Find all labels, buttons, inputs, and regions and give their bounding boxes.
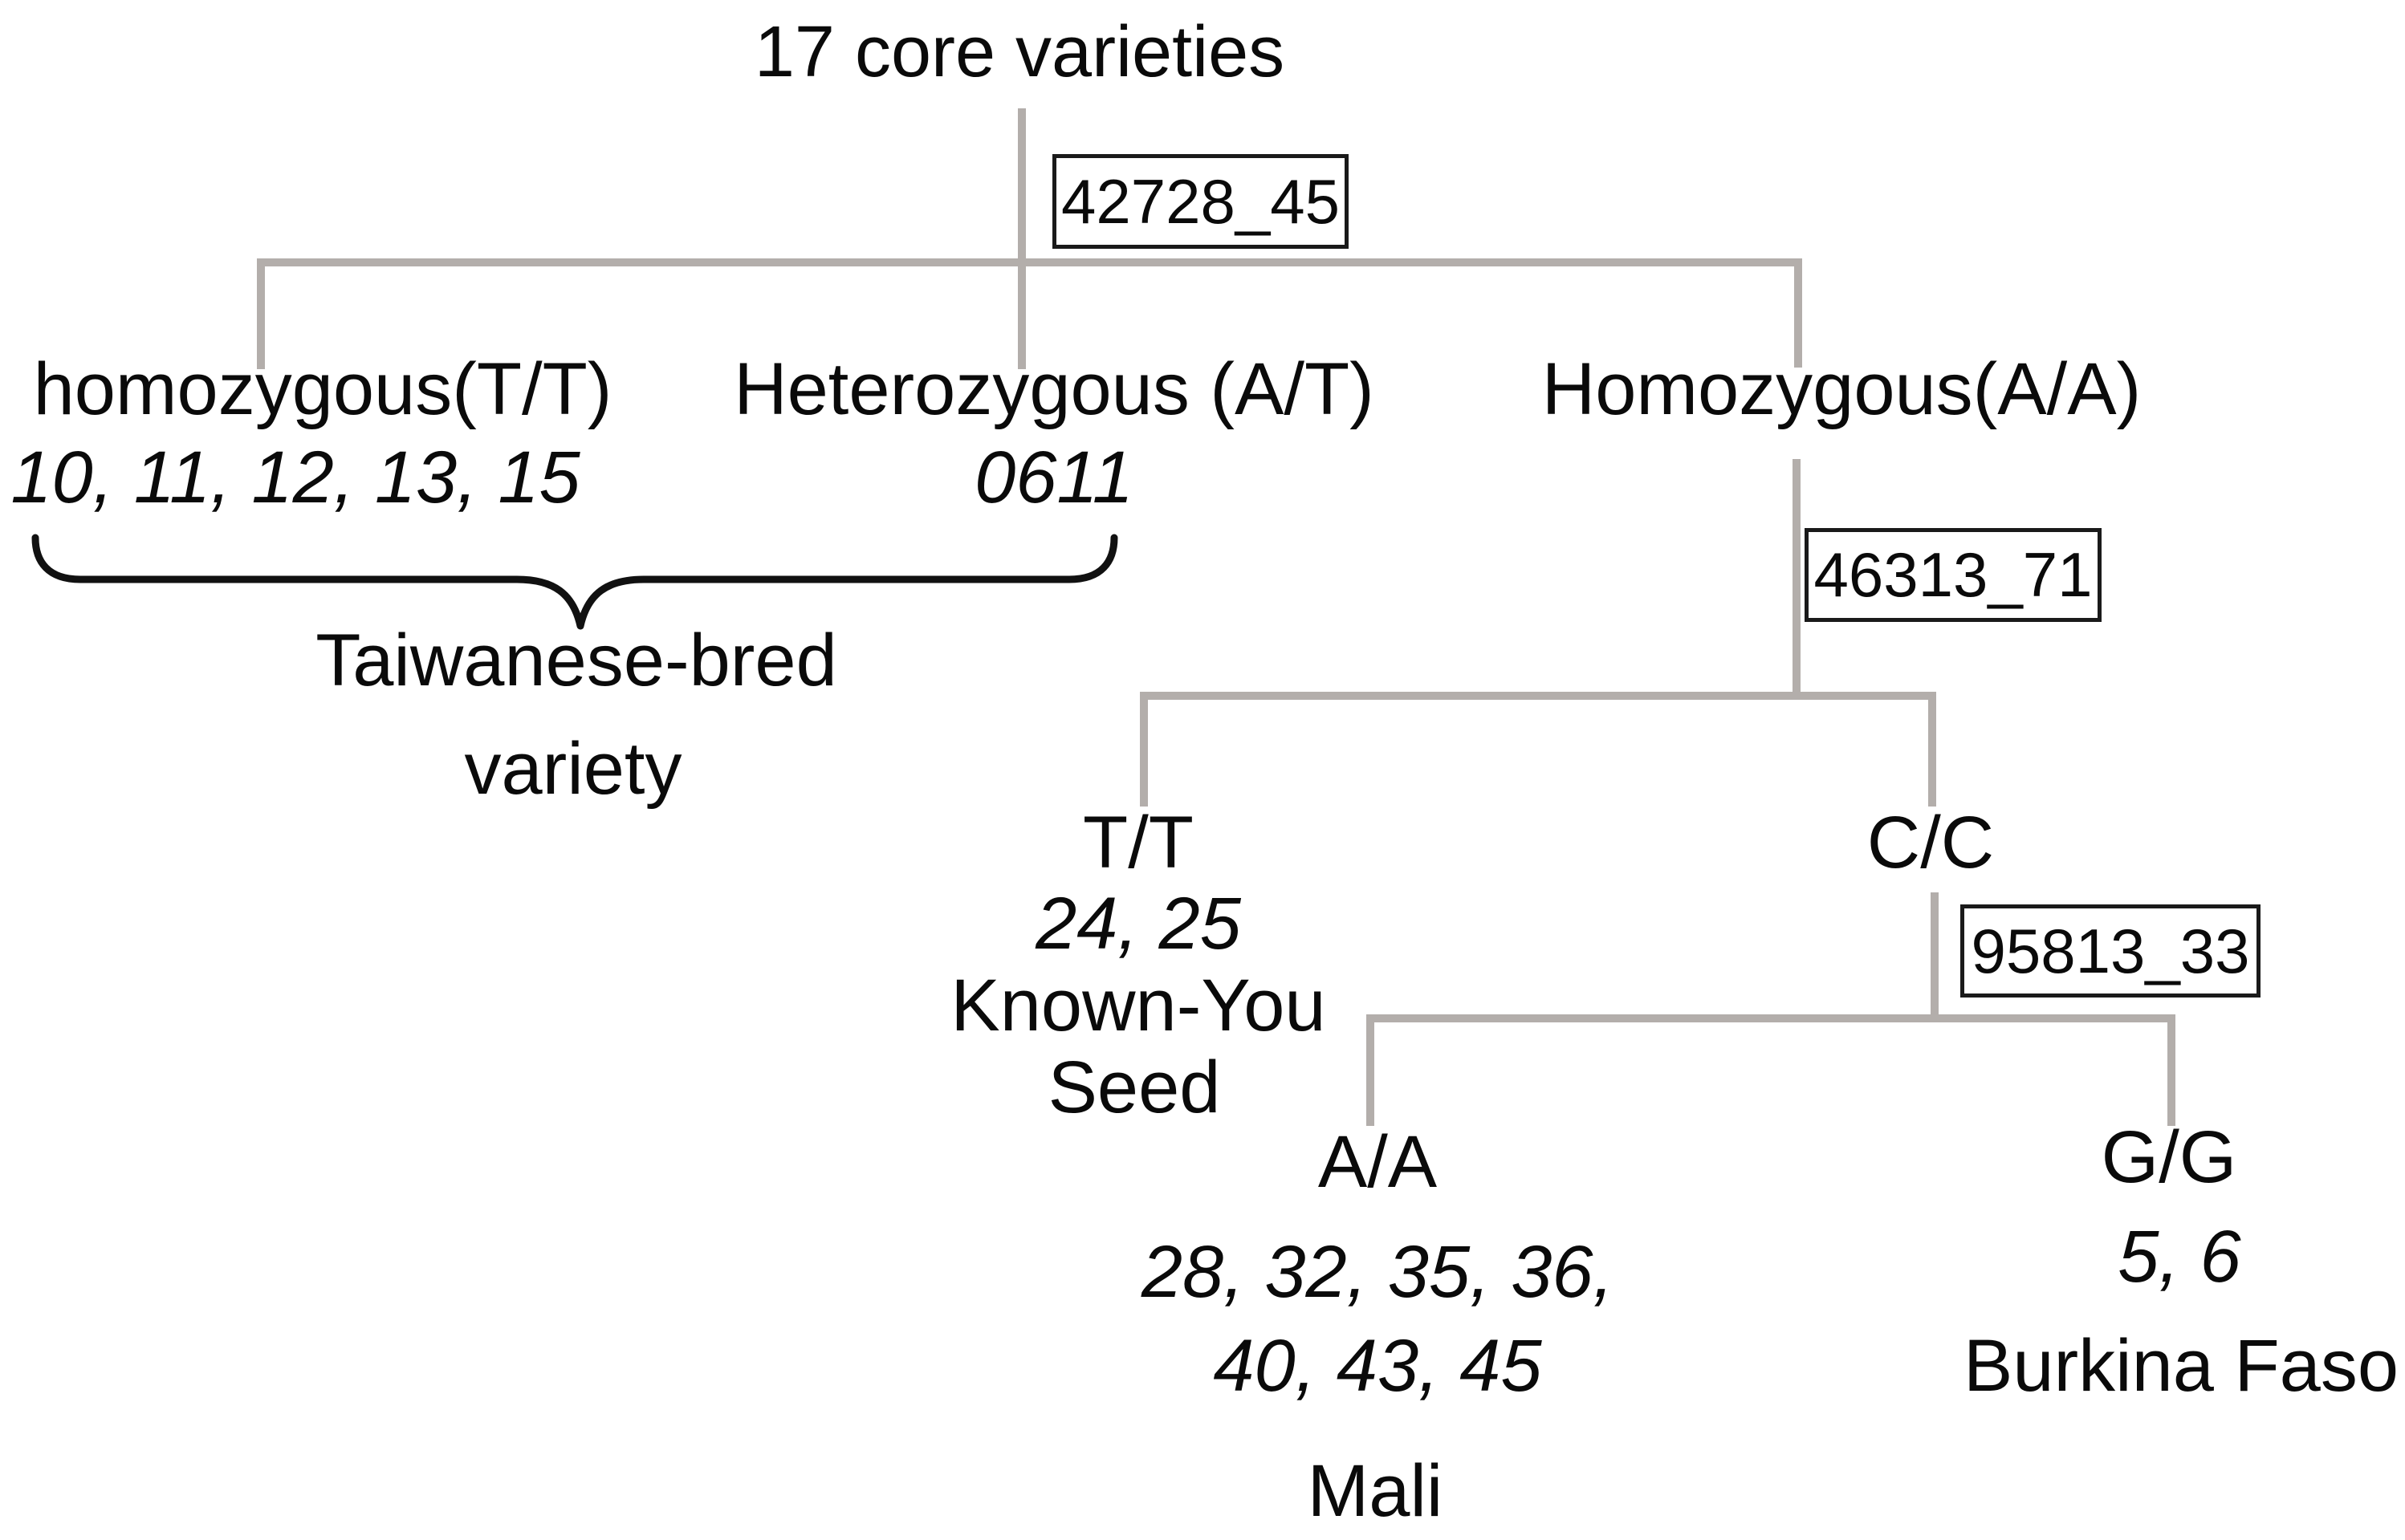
accessions-mali-line2: 40, 43, 45 — [1213, 1325, 1542, 1407]
marker-box-level1: 42728_45 — [1052, 154, 1349, 249]
homozygous-aa-connector-line — [1793, 459, 1801, 696]
level2-left-stub — [1140, 692, 1148, 807]
genotype-label-at: Heterozygous (A/T) — [734, 348, 1374, 430]
accessions-tt2: 24, 25 — [1036, 883, 1241, 965]
level2-right-stub — [1928, 692, 1936, 807]
brace-label-line2: variety — [464, 728, 682, 810]
genotype-label-tt: homozygous(T/T) — [33, 348, 612, 430]
accessions-at: 0611 — [975, 437, 1133, 518]
marker-box-level2: 46313_71 — [1805, 528, 2102, 622]
brace-path — [31, 534, 1118, 630]
cc-connector-line — [1931, 892, 1939, 1018]
genotype-label-aa-leaf: A/A — [1317, 1121, 1438, 1203]
level3-right-stub — [2167, 1014, 2175, 1126]
origin-burkina-faso: Burkina Faso — [1963, 1325, 2399, 1407]
accessions-mali-line1: 28, 32, 35, 36, — [1141, 1231, 1614, 1313]
taiwanese-group-brace — [31, 534, 1118, 630]
accessions-burkina: 5, 6 — [2118, 1216, 2241, 1298]
marker-box-level3: 95813_33 — [1960, 904, 2261, 998]
genotype-label-tt2: T/T — [1083, 802, 1194, 884]
level3-left-stub — [1366, 1014, 1374, 1126]
marker-label-level2: 46313_71 — [1813, 539, 2093, 610]
brace-label-line1: Taiwanese-bred — [315, 620, 837, 701]
diagram-title: 17 core varieties — [754, 12, 1285, 92]
level1-branch-line — [257, 258, 1802, 266]
marker-label-level1: 42728_45 — [1060, 165, 1341, 237]
genotype-label-cc: C/C — [1866, 802, 1995, 884]
level2-branch-line — [1140, 692, 1936, 700]
origin-mali: Mali — [1307, 1450, 1443, 1532]
marker-label-level3: 95813_33 — [1971, 915, 2250, 986]
level3-branch-line — [1366, 1014, 2175, 1022]
accessions-tt: 10, 11, 12, 13, 15 — [10, 437, 580, 518]
root-connector-line — [1018, 108, 1026, 369]
genotype-label-aa-node: Homozygous(A/A) — [1541, 348, 2142, 430]
level1-right-stub — [1794, 258, 1802, 368]
origin-known-you: Known-You — [950, 965, 1326, 1046]
level1-left-stub — [257, 258, 265, 369]
origin-seed: Seed — [1048, 1046, 1221, 1128]
genotype-label-gg: G/G — [2101, 1116, 2237, 1198]
